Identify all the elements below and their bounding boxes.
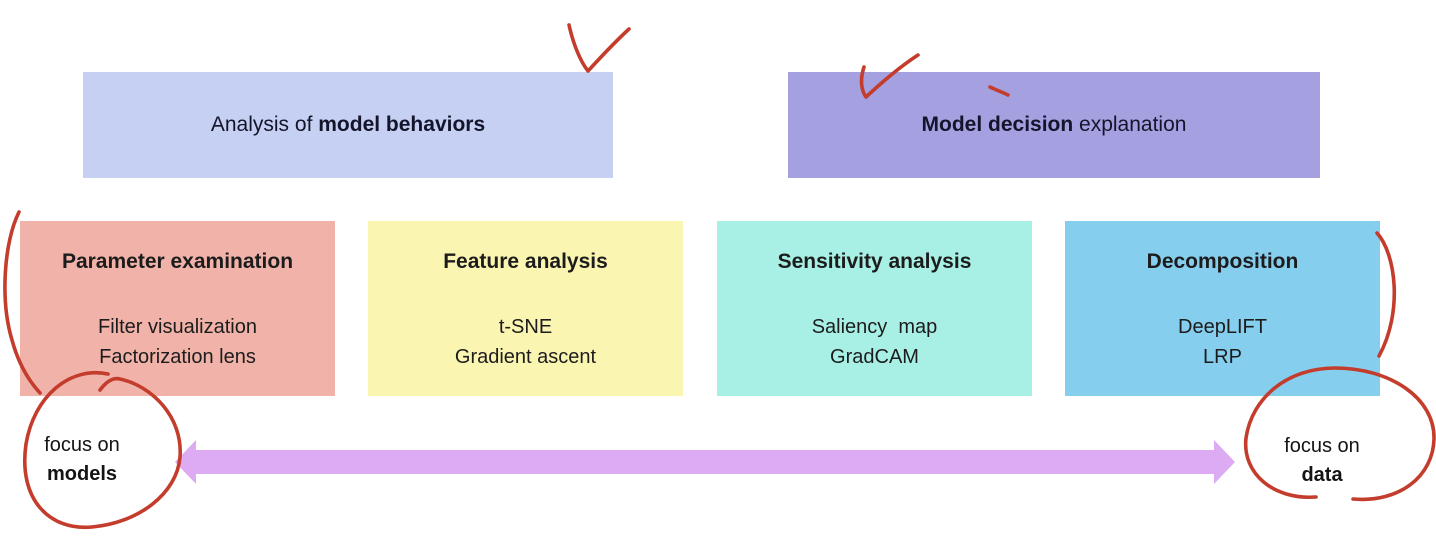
category-item: GradCAM <box>830 346 919 368</box>
focus-on-models-label: focus on models <box>28 431 136 489</box>
category-item: Saliency map <box>811 316 938 338</box>
category-title: Decomposition <box>1146 250 1299 273</box>
header-box-model-decision: Model decision explanation <box>788 72 1320 178</box>
category-box-sensitivity-analysis: Sensitivity analysis Saliency map GradCA… <box>717 221 1032 396</box>
category-item: Factorization lens <box>99 346 256 368</box>
double-headed-arrow <box>175 440 1235 484</box>
category-box-parameter-examination: Parameter examination Filter visualizati… <box>20 221 335 396</box>
category-item: Gradient ascent <box>454 346 597 368</box>
category-item: LRP <box>1203 346 1242 368</box>
category-box-feature-analysis: Feature analysis t-SNE Gradient ascent <box>368 221 683 396</box>
focus-label-line: models <box>46 463 118 485</box>
category-box-decomposition: Decomposition DeepLIFT LRP <box>1065 221 1380 396</box>
header-box-model-behaviors: Analysis of model behaviors <box>83 72 613 178</box>
category-item: Filter visualization <box>98 316 257 338</box>
focus-label-line: data <box>1301 464 1343 486</box>
checkmark-annotation-left <box>567 23 631 73</box>
header-text: Model decision explanation <box>921 113 1187 136</box>
category-item: DeepLIFT <box>1178 316 1267 338</box>
focus-label-line: focus on <box>44 434 120 456</box>
focus-label-line: focus on <box>1284 435 1360 457</box>
category-item: t-SNE <box>498 316 553 338</box>
category-title: Feature analysis <box>443 250 608 273</box>
category-title: Sensitivity analysis <box>777 250 972 273</box>
header-text: Analysis of model behaviors <box>210 113 486 136</box>
focus-on-data-label: focus on data <box>1266 432 1378 490</box>
category-title: Parameter examination <box>61 250 294 273</box>
